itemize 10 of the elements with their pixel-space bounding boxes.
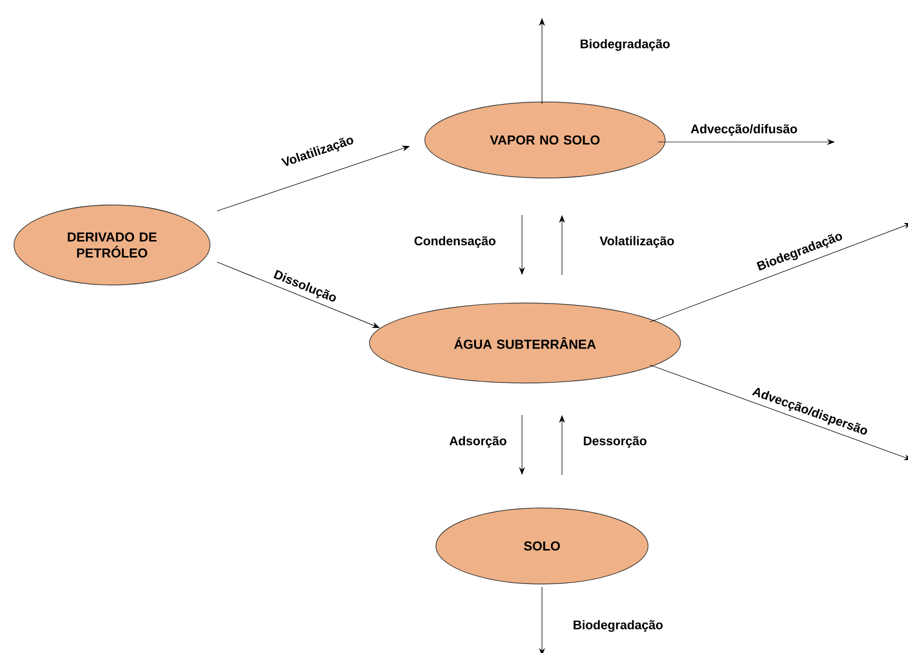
edge-label: Adsorção — [448, 435, 508, 449]
edge-label: Advecção/difusão — [690, 123, 798, 137]
arrow — [650, 222, 908, 322]
edge-label: Volatilização — [598, 235, 676, 249]
edge-label: Condensação — [413, 235, 497, 249]
edge-label: Biodegradação — [572, 619, 664, 633]
edge-label: Dessorção — [582, 435, 648, 449]
arrow — [216, 262, 380, 328]
edge-label: Biodegradação — [578, 38, 672, 52]
arrow — [650, 364, 908, 460]
